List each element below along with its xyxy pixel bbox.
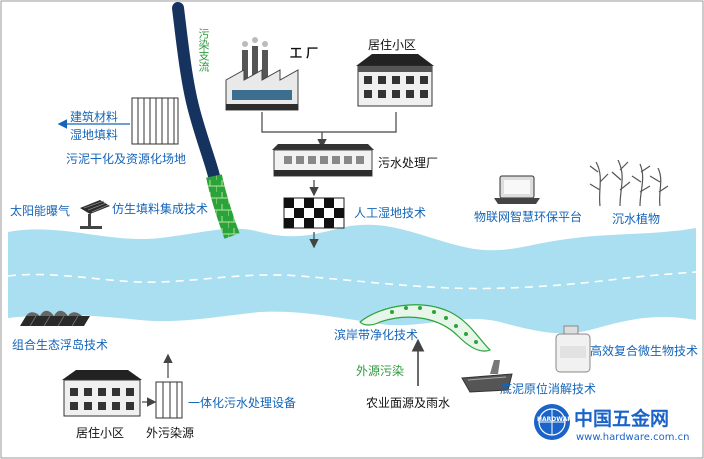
external-source-label: 外污染源 [146, 426, 195, 440]
sediment-label: 底泥原位消解技术 [500, 382, 597, 396]
riparian-label: 滨岸带净化技术 [334, 328, 419, 342]
external-pollution-label: 外源污染 [356, 364, 405, 378]
microbial-label: 高效复合微生物技术 [590, 344, 699, 358]
integrated-equipment-icon [155, 381, 183, 419]
floating-island-icon [20, 310, 90, 327]
hardware-logo-icon [534, 404, 570, 440]
wetland-checker-icon [283, 197, 345, 229]
solar-label: 太阳能曝气 [10, 204, 71, 218]
agri-rain-label: 农业面源及雨水 [366, 396, 451, 410]
sludge-drying-icon [131, 97, 179, 145]
riparian-buffer-icon [359, 304, 492, 352]
tributary-dark [172, 2, 220, 182]
solar-panel-icon [80, 200, 110, 229]
wetland-fill-label: 湿地填料 [70, 128, 119, 142]
iot-platform-label: 物联网智慧环保平台 [474, 210, 583, 224]
sludge-site-label: 污泥干化及资源化场地 [66, 152, 187, 166]
watermark-brand: 中国五金网 [574, 408, 670, 430]
factory-icon [225, 37, 299, 111]
microbial-canister-icon [555, 325, 591, 373]
constructed-wetland-label: 人工湿地技术 [354, 206, 427, 220]
tributary-green [206, 174, 240, 239]
submerged-plant-icon [589, 159, 669, 207]
wwtp-label: 污水处理厂 [378, 156, 439, 170]
boat-icon [461, 360, 513, 393]
submerged-plants-label: 沉水植物 [612, 212, 661, 226]
wwtp-icon [272, 144, 374, 177]
watermark-url: www.hardware.com.cn [576, 432, 690, 443]
residential-bottom-label: 居住小区 [76, 426, 125, 440]
tributary-label: 污染支流 [197, 28, 210, 72]
river-centerline [7, 271, 697, 290]
watermark-badge: HARDWARE [537, 416, 576, 423]
building-materials-label: 建筑材料 [70, 110, 119, 124]
residential-top-label: 居住小区 [368, 38, 417, 52]
integrated-equipment-label: 一体化污水处理设备 [188, 396, 297, 410]
residential-building-bottom-icon [62, 370, 142, 417]
residential-building-top-icon [356, 54, 434, 107]
bionic-fill-label: 仿生填料集成技术 [112, 202, 209, 216]
river [8, 224, 696, 334]
factory-label: 工 厂 [290, 46, 319, 60]
floating-island-label: 组合生态浮岛技术 [12, 338, 109, 352]
laptop-icon [494, 175, 540, 204]
